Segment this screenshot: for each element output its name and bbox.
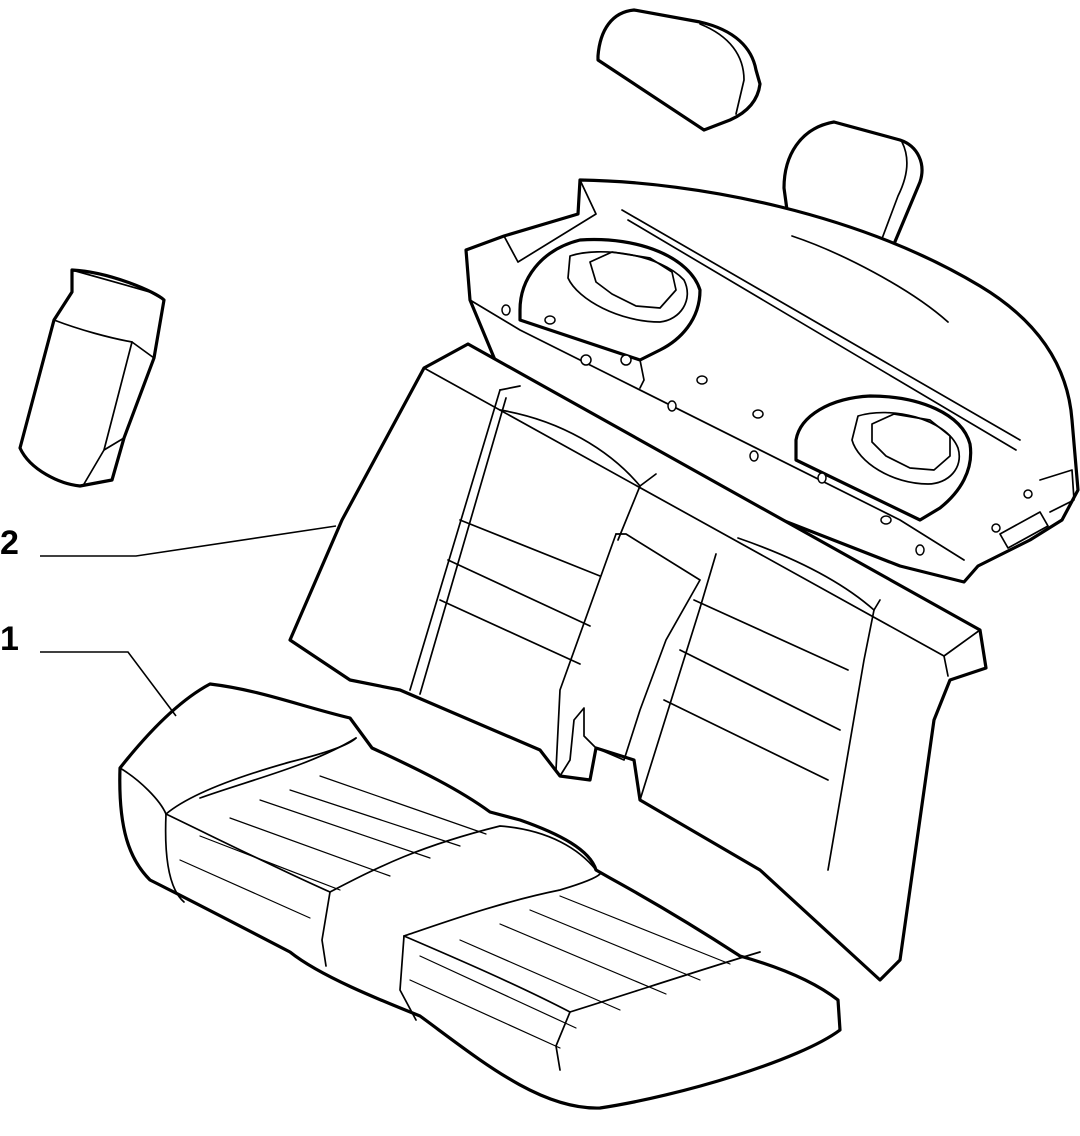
callout-label-1: 1 bbox=[0, 620, 19, 658]
seat-cushion[interactable] bbox=[118, 682, 842, 1110]
seat-backrest[interactable] bbox=[288, 342, 988, 982]
callout-label-2: 2 bbox=[0, 524, 19, 562]
headrest-top[interactable] bbox=[596, 8, 762, 132]
parcel-shelf[interactable] bbox=[464, 178, 1080, 584]
leader-line-2 bbox=[40, 525, 337, 557]
leader-line-1 bbox=[40, 651, 177, 717]
armrest[interactable] bbox=[18, 268, 166, 488]
headrest-right[interactable] bbox=[782, 120, 924, 248]
